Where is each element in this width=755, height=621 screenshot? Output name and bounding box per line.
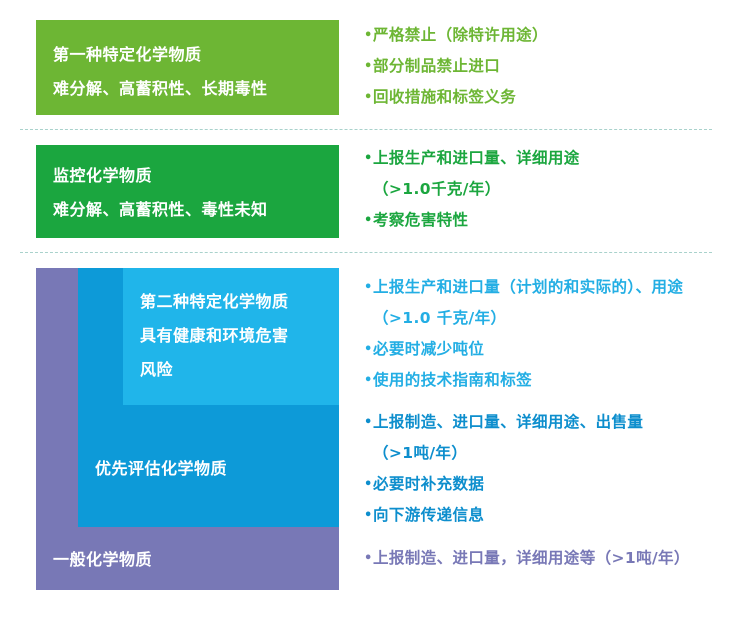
second-class-title: 第二种特定化学物质 [140,292,289,311]
bullet-icon: • [364,342,373,357]
bullet-icon: • [364,477,373,492]
second-class-substance-box: 第二种特定化学物质 具有健康和环境危害 风险 [123,268,339,405]
dashed-divider [20,252,712,253]
second-class-requirements: •上报生产和进口量（计划的和实际的）、用途 （>1.0 千克/年） •必要时减少… [364,272,683,396]
list-item: •上报生产和进口量（计划的和实际的）、用途 [364,272,683,303]
monitoring-substance-box: 监控化学物质 难分解、高蓄积性、毒性未知 [36,145,339,238]
list-item: •使用的技术指南和标签 [364,365,683,396]
list-item: •必要时减少吨位 [364,334,683,365]
list-item: •部分制品禁止进口 [364,51,548,82]
bullet-icon: • [364,151,373,166]
list-item: •必要时补充数据 [364,469,643,500]
first-class-criteria: 难分解、高蓄积性、长期毒性 [53,79,268,98]
monitoring-criteria: 难分解、高蓄积性、毒性未知 [53,200,268,219]
list-item: •上报生产和进口量、详细用途 [364,143,580,174]
bullet-icon: • [364,551,373,566]
list-item-continuation: （>1吨/年） [373,444,468,462]
list-item-continuation: （>1.0 千克/年） [373,309,507,327]
first-class-requirements: •严格禁止（除特许用途） •部分制品禁止进口 •回收措施和标签义务 [364,20,548,113]
bullet-icon: • [364,373,373,388]
monitoring-requirements: •上报生产和进口量、详细用途 （>1.0千克/年） •考察危害特性 [364,143,580,236]
bullet-icon: • [364,59,373,74]
bullet-icon: • [364,90,373,105]
list-item: •上报制造、进口量、详细用途、出售量 [364,407,643,438]
bullet-icon: • [364,280,373,295]
general-title: 一般化学物质 [53,550,153,569]
first-class-substance-box: 第一种特定化学物质 难分解、高蓄积性、长期毒性 [36,20,339,115]
dashed-divider [20,129,712,130]
bullet-icon: • [364,213,373,228]
list-item: •考察危害特性 [364,205,580,236]
list-item: •向下游传递信息 [364,500,643,531]
bullet-icon: • [364,508,373,523]
list-item: •回收措施和标签义务 [364,82,548,113]
priority-assessment-title: 优先评估化学物质 [95,459,228,478]
bullet-icon: • [364,415,373,430]
second-class-criteria-2: 风险 [140,360,174,379]
list-item-continuation: （>1.0千克/年） [373,180,501,198]
bullet-icon: • [364,28,373,43]
priority-assessment-requirements: •上报制造、进口量、详细用途、出售量 （>1吨/年） •必要时补充数据 •向下游… [364,407,643,531]
second-class-criteria-1: 具有健康和环境危害 [140,326,289,345]
list-item: •上报制造、进口量，详细用途等（>1吨/年） [364,543,690,574]
general-requirements: •上报制造、进口量，详细用途等（>1吨/年） [364,543,690,574]
list-item: •严格禁止（除特许用途） [364,20,548,51]
first-class-title: 第一种特定化学物质 [53,45,202,64]
monitoring-title: 监控化学物质 [53,166,153,185]
